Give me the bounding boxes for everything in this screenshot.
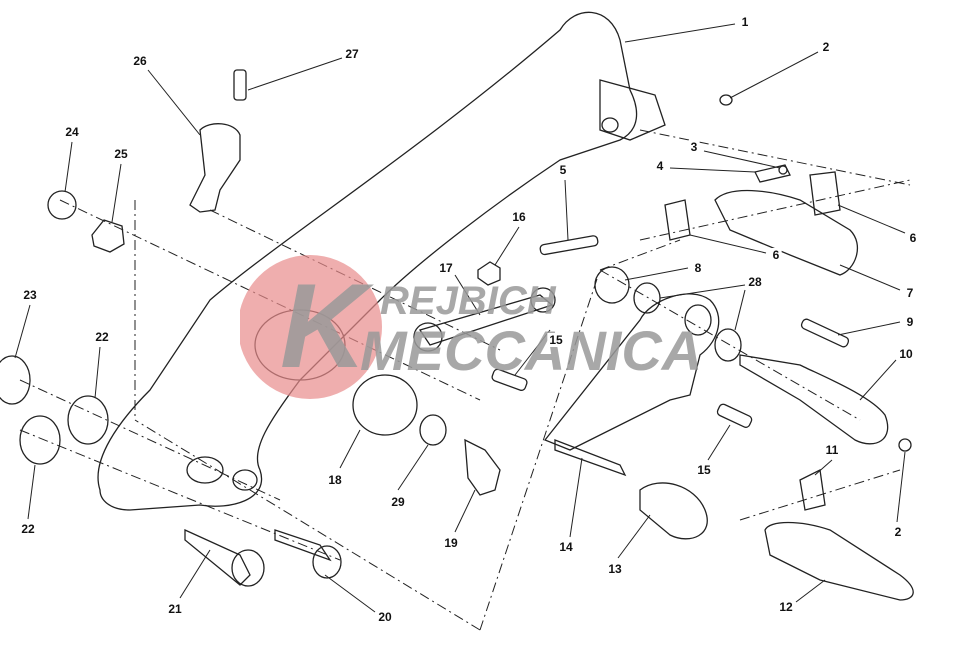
callout-15: 15 — [547, 333, 565, 347]
bracket-6b — [809, 171, 841, 216]
footpeg-7 — [714, 189, 859, 276]
callout-11: 11 — [823, 443, 841, 457]
spring-11 — [799, 469, 826, 511]
callout-15: 15 — [695, 463, 713, 477]
callout-4: 4 — [654, 159, 666, 173]
callout-9: 9 — [904, 315, 916, 329]
pin-14 — [554, 439, 627, 477]
callout-2: 2 — [892, 525, 904, 539]
clip-2a — [719, 94, 733, 106]
clip-2b — [898, 438, 912, 452]
callout-28: 28 — [746, 275, 764, 289]
bearing-24 — [47, 190, 77, 220]
gear-lever — [543, 293, 720, 451]
bolt-15a — [491, 368, 528, 391]
washer-8 — [594, 266, 630, 304]
bolt-27 — [233, 69, 247, 101]
callout-27: 27 — [343, 47, 361, 61]
bracket-6a — [664, 199, 691, 241]
callout-8: 8 — [692, 261, 704, 275]
callout-7: 7 — [904, 286, 916, 300]
callout-18: 18 — [326, 473, 344, 487]
footpeg-12 — [764, 521, 914, 601]
callout-25: 25 — [112, 147, 130, 161]
callout-17: 17 — [437, 261, 455, 275]
washer-29 — [419, 414, 447, 446]
nut-16 — [477, 261, 501, 286]
spacer-18 — [352, 374, 418, 436]
callout-5: 5 — [557, 163, 569, 177]
bolt-20 — [274, 529, 332, 562]
watermark-logo: K REJBICH MECCANICA — [240, 255, 702, 399]
nut-25 — [91, 219, 125, 253]
rubber-13 — [639, 482, 708, 540]
rear-set-plate — [97, 11, 638, 511]
bracket-26 — [189, 123, 241, 213]
pin-9 — [800, 318, 850, 348]
svg-text:K: K — [280, 259, 374, 393]
callout-14: 14 — [557, 540, 575, 554]
callout-26: 26 — [131, 54, 149, 68]
oring-28b — [714, 328, 742, 362]
callout-24: 24 — [63, 125, 81, 139]
callout-29: 29 — [389, 495, 407, 509]
callout-2: 2 — [820, 40, 832, 54]
callout-6: 6 — [907, 231, 919, 245]
callout-12: 12 — [777, 600, 795, 614]
pin-5 — [539, 235, 599, 256]
callout-10: 10 — [897, 347, 915, 361]
spacer-22b — [19, 415, 61, 465]
callout-21: 21 — [166, 602, 184, 616]
bolt-15b — [716, 403, 753, 428]
callout-22: 22 — [93, 330, 111, 344]
peg-bracket-10 — [739, 354, 889, 445]
bolt-19 — [464, 438, 501, 496]
callout-16: 16 — [510, 210, 528, 224]
link-rod-17 — [418, 294, 554, 346]
callout-13: 13 — [606, 562, 624, 576]
bolt-21 — [184, 528, 251, 586]
spacer-22a — [67, 395, 109, 445]
svg-text:REJBICH: REJBICH — [380, 279, 557, 323]
callout-20: 20 — [376, 610, 394, 624]
callout-3: 3 — [688, 140, 700, 154]
svg-text:MECCANICA: MECCANICA — [360, 319, 702, 382]
callout-1: 1 — [739, 15, 751, 29]
callout-6: 6 — [770, 248, 782, 262]
washer-23 — [0, 355, 31, 405]
callout-23: 23 — [21, 288, 39, 302]
callout-22: 22 — [19, 522, 37, 536]
callout-19: 19 — [442, 536, 460, 550]
